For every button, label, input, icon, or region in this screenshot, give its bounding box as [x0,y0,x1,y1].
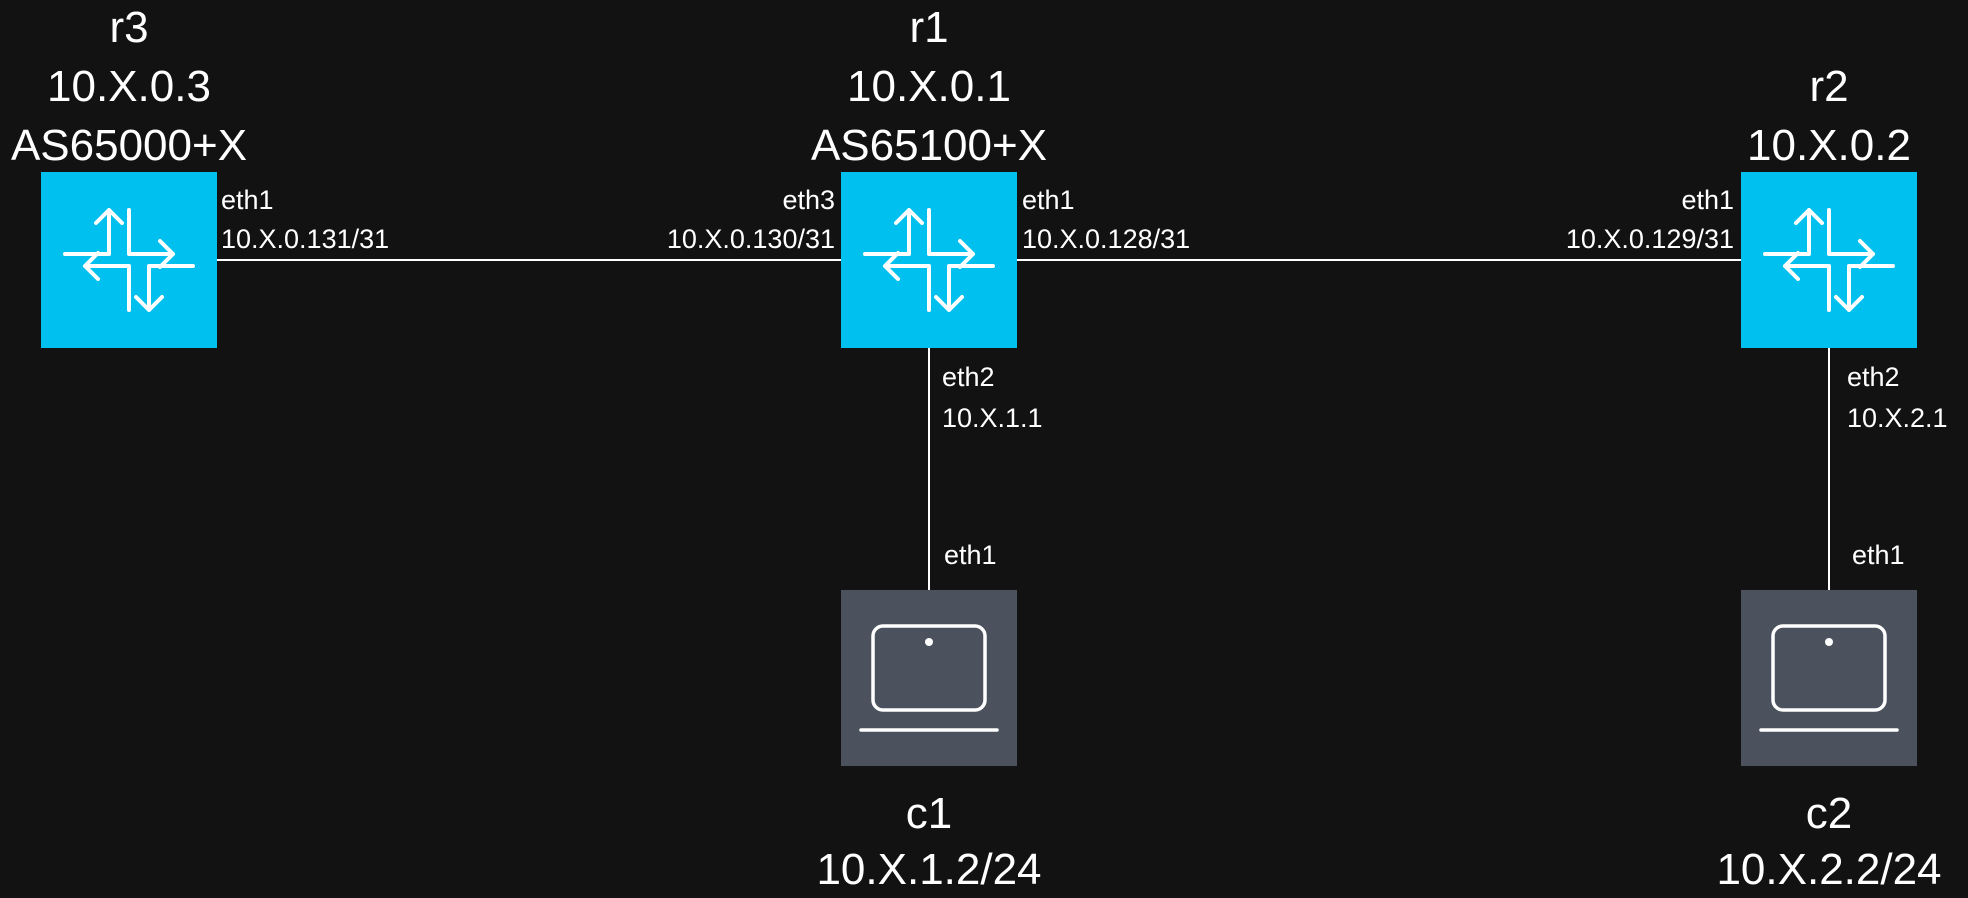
laptop-icon [841,590,1017,766]
r2-eth2-if-label: eth2 [1847,362,1900,392]
c1-ip-label: 10.X.1.2/24 [816,845,1041,894]
r1-name-label: r1 [909,3,948,52]
c2-eth1-if-label: eth1 [1852,540,1905,570]
r3-as-label: AS65000+X [11,121,247,170]
r1-eth1-ip-label: 10.X.0.128/31 [1022,224,1190,254]
r1-eth1-if-label: eth1 [1022,185,1075,215]
c1-eth1-if-label: eth1 [944,540,997,570]
laptop-icon [1741,590,1917,766]
r1-eth3-if-label: eth3 [782,185,835,215]
r3-ip-label: 10.X.0.3 [47,62,211,111]
router-icon [841,172,1017,348]
r2-ip-label: 10.X.0.2 [1747,121,1911,170]
router-icon [1741,172,1917,348]
r1-as-label: AS65100+X [811,121,1047,170]
r2-eth2-ip-label: 10.X.2.1 [1847,403,1948,433]
r3-name-label: r3 [109,3,148,52]
client-c1[interactable] [841,590,1017,766]
router-r3[interactable] [41,172,217,348]
r2-name-label: r2 [1809,62,1848,111]
c2-ip-label: 10.X.2.2/24 [1716,845,1941,894]
r3-eth1-if-label: eth1 [221,185,274,215]
r1-ip-label: 10.X.0.1 [847,62,1011,111]
client-c2[interactable] [1741,590,1917,766]
r2-eth1-ip-label: 10.X.0.129/31 [1566,224,1734,254]
r1-eth3-ip-label: 10.X.0.130/31 [667,224,835,254]
router-r1[interactable] [841,172,1017,348]
router-r2[interactable] [1741,172,1917,348]
router-icon [41,172,217,348]
r3-eth1-ip-label: 10.X.0.131/31 [221,224,389,254]
c2-name-label: c2 [1806,789,1852,838]
c1-name-label: c1 [906,789,952,838]
r2-eth1-if-label: eth1 [1681,185,1734,215]
r1-eth2-if-label: eth2 [942,362,995,392]
r1-eth2-ip-label: 10.X.1.1 [942,403,1043,433]
